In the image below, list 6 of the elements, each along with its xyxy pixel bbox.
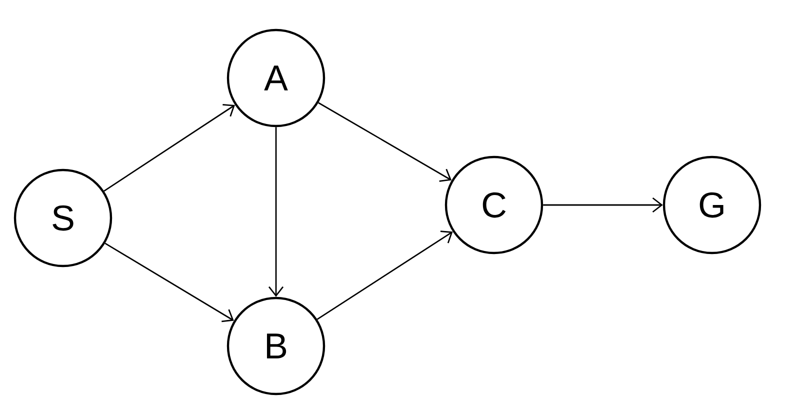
arrow [543, 197, 663, 213]
arrow [268, 127, 284, 297]
arrow [316, 230, 453, 320]
arrow [104, 242, 234, 322]
arrow [104, 104, 235, 192]
arrow [318, 102, 452, 182]
